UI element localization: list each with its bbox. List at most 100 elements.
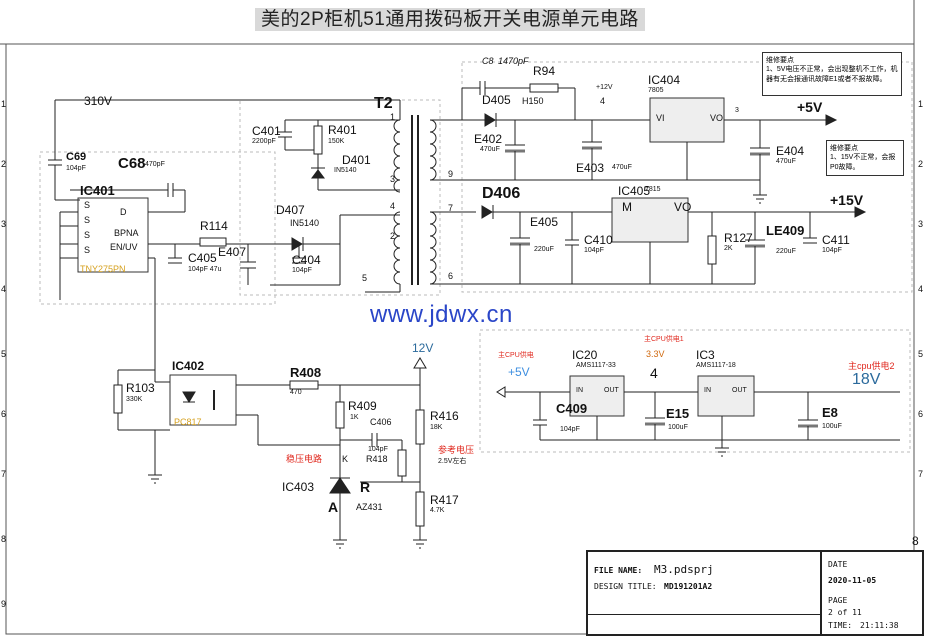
regulator-circuit-annotation: 稳压电路: [286, 454, 323, 464]
c69-value: 104pF: [66, 165, 86, 172]
node-4-label: 4: [600, 96, 606, 106]
design-title-value: MD191201A2: [664, 582, 713, 591]
ic20-pin-in: IN: [576, 387, 583, 394]
file-name-label: FILE NAME:: [594, 566, 643, 575]
r401-label: R401: [328, 123, 357, 137]
reference-voltage-annotation: 参考电压: [438, 445, 475, 455]
repair-note-title: 维修要点: [830, 145, 858, 152]
repair-note-body: 1、5V电压不正常，会出现整机不工作，机器有无会报通讯故障E1或者不报故障。: [766, 66, 898, 83]
r409-label: R409: [348, 399, 377, 413]
plus5v-blue-label: +5V: [508, 365, 530, 379]
ic401-pin-s: S: [84, 215, 91, 225]
t2-pin: 5: [362, 273, 368, 283]
t2-pin: 1: [390, 112, 396, 122]
e403-label: E403: [576, 161, 605, 175]
ic401-label: IC401: [80, 183, 115, 198]
r418-label: R418: [366, 454, 388, 464]
border-number: 2: [918, 159, 924, 169]
c401-value: 2200pF: [252, 138, 276, 145]
le409-label: LE409: [766, 223, 805, 238]
t2-pin: 2: [390, 231, 396, 241]
c410-value: 104pF: [584, 247, 604, 254]
ic401-pin-s: S: [84, 200, 91, 210]
ic20-part: AMS1117-33: [576, 362, 616, 369]
c409-value: 104pF: [560, 426, 580, 433]
d401-label: D401: [342, 153, 371, 167]
cpu-supply-5v-annotation: 主CPU供电: [498, 352, 534, 359]
plus12v-label: +12V: [596, 84, 613, 91]
ic405-pin-vo: VO: [674, 200, 692, 214]
border-number: 4: [918, 284, 924, 294]
c404-value: 104pF: [292, 267, 312, 274]
d401-part: IN5140: [334, 167, 357, 174]
date-label: DATE: [828, 560, 848, 569]
c401-label: C401: [252, 124, 281, 138]
border-number: 7: [1, 469, 7, 479]
title-block: FILE NAME: M3.pdsprj DESIGN TITLE: MD191…: [586, 550, 924, 636]
border-number: 2: [1, 159, 7, 169]
r103-label: R103: [126, 381, 155, 395]
e402-value: 470uF: [480, 146, 500, 153]
ic401-pin-enuv: EN/UV: [110, 242, 138, 252]
ic20-label: IC20: [572, 348, 598, 362]
ic3-pin-in: IN: [704, 387, 711, 394]
t2-pin: 7: [448, 203, 454, 213]
border-number: 6: [1, 409, 7, 419]
r417-value: 4.7K: [430, 507, 445, 514]
border-number: 5: [918, 349, 924, 359]
c411-label: C411: [822, 233, 850, 247]
border-number: 8: [912, 534, 919, 548]
e15-label: E15: [666, 406, 690, 421]
time-value: 21:11:38: [860, 621, 899, 630]
website-watermark: www.jdwx.cn: [370, 301, 513, 328]
c409-label: C409: [556, 401, 588, 416]
c405-value: 104pF 47u: [188, 266, 222, 273]
t2-pin: 6: [448, 271, 454, 281]
t2-pin: 4: [390, 201, 396, 211]
v18-label: 18V: [852, 371, 881, 388]
c410-label: C410: [584, 233, 613, 247]
ic401-pin-s: S: [84, 245, 91, 255]
repair-note-15v: 维修要点 1、15V不正常，会报P0故障。: [826, 140, 904, 176]
t2-pin: 3: [390, 174, 396, 184]
ic3-label: IC3: [696, 348, 715, 362]
ldo-node-4-label: 4: [650, 365, 658, 381]
e405-value: 220uF: [534, 246, 554, 253]
repair-note-body: 1、15V不正常，会报P0故障。: [830, 154, 896, 171]
c406-label: C406: [370, 417, 392, 427]
border-number: 3: [1, 219, 7, 229]
input-voltage-label: 310V: [84, 94, 113, 108]
r408-value: 470: [290, 389, 302, 396]
e407-label: E407: [218, 245, 247, 259]
e403-value: 470uF: [612, 164, 632, 171]
e404-label: E404: [776, 144, 805, 158]
r114-label: R114: [200, 219, 228, 233]
file-name-value: M3.pdsprj: [654, 563, 714, 576]
repair-note-5v: 维修要点 1、5V电压不正常，会出现整机不工作，机器有无会报通讯故障E1或者不报…: [762, 52, 902, 96]
ic402-part: PC817: [174, 417, 202, 427]
border-number: 1: [918, 99, 924, 109]
e8-label: E8: [822, 405, 838, 420]
date-value: 2020-11-05: [828, 576, 877, 585]
ic404-pin-3: 3: [735, 107, 739, 114]
ic404-part: 7805: [648, 87, 664, 94]
ic401-part-number: TNY275PN: [80, 264, 126, 274]
e402-label: E402: [474, 132, 503, 146]
ic3-pin-out: OUT: [732, 387, 747, 394]
ic403-pin-a: A: [328, 499, 339, 515]
ic405-part: 7815: [645, 186, 661, 193]
repair-note-title: 维修要点: [766, 57, 794, 64]
d407-part: IN5140: [290, 218, 320, 228]
t2-label: T2: [374, 95, 393, 112]
c68-value: 470pF: [145, 161, 165, 168]
r127-label: R127: [724, 231, 753, 245]
v12-label: 12V: [412, 341, 434, 355]
time-label: TIME:: [828, 621, 853, 630]
schematic-title: 美的2P柜机51通用拨码板开关电源单元电路: [255, 8, 645, 31]
r408-label: R408: [290, 365, 322, 380]
d406-label: D406: [482, 185, 521, 202]
r416-value: 18K: [430, 424, 443, 431]
t2-pin: 9: [448, 169, 454, 179]
ic403-pin-r: R: [360, 479, 371, 495]
le409-value: 220uF: [776, 248, 796, 255]
